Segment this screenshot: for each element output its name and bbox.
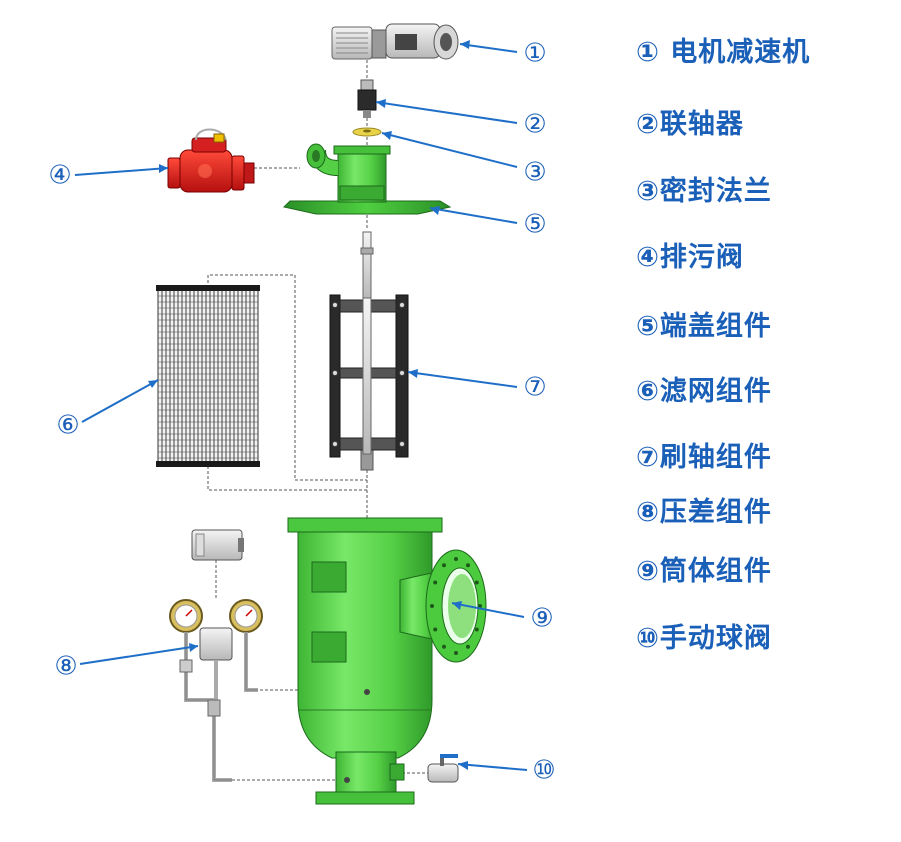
flange-bolt — [430, 604, 434, 608]
flange-bolt — [442, 563, 446, 568]
brush-shaft-assembly — [329, 294, 409, 458]
flange-bolt — [474, 580, 479, 585]
callout-6: ⑥ — [56, 411, 79, 441]
callout-2: ② — [523, 110, 546, 140]
callout-4: ④ — [48, 161, 71, 191]
motor-reducer — [331, 23, 459, 60]
differential-pressure-assembly — [169, 529, 263, 782]
callout-10: ⑩ — [532, 756, 555, 786]
coupling — [357, 79, 377, 118]
flange-bolt — [466, 644, 470, 649]
legend-item-pressure-diff: ⑧压差组件 — [636, 497, 772, 528]
legend-item-manual-ball-valve: ⑩手动球阀 — [636, 623, 772, 654]
flange-bolt — [433, 580, 438, 585]
callout-1: ① — [523, 39, 546, 69]
legend-item-coupling: ②联轴器 — [636, 109, 744, 140]
seal-flange — [352, 127, 382, 137]
left-gauge — [169, 599, 203, 633]
outlet-flange-bolts — [430, 557, 482, 655]
legend-item-cylinder-body: ⑨筒体组件 — [636, 556, 772, 587]
right-gauge — [229, 599, 263, 633]
legend-item-end-cover: ⑤端盖组件 — [636, 311, 772, 342]
callout-leader-lines — [74, 43, 528, 771]
callout-9: ⑨ — [530, 604, 553, 634]
flange-bolt — [478, 604, 482, 608]
legend-item-motor-reducer: ① 电机减速机 — [636, 37, 811, 68]
cylinder-body-assembly — [287, 517, 487, 805]
callout-3: ③ — [523, 158, 546, 188]
legend-item-seal-flange: ③密封法兰 — [636, 176, 772, 207]
callout-5: ⑤ — [523, 210, 546, 240]
filter-screen — [156, 285, 260, 467]
flange-bolt — [474, 627, 479, 632]
flange-bolt — [454, 557, 458, 561]
flange-bolt — [442, 644, 446, 649]
legend-item-filter-screen: ⑥滤网组件 — [636, 376, 772, 407]
callout-arrowheads — [148, 40, 470, 770]
flange-bolt — [454, 651, 458, 655]
legend-item-blowdown-valve: ④排污阀 — [636, 242, 744, 273]
screen-mesh — [158, 291, 258, 461]
manual-ball-valve — [427, 754, 459, 783]
legend-item-brush-shaft: ⑦刷轴组件 — [636, 442, 772, 473]
flange-bolt — [433, 627, 438, 632]
end-cover-assembly — [282, 143, 452, 215]
flange-bolt — [466, 563, 470, 568]
blowdown-valve — [167, 128, 255, 193]
callout-8: ⑧ — [54, 652, 77, 682]
callout-7: ⑦ — [523, 373, 546, 403]
